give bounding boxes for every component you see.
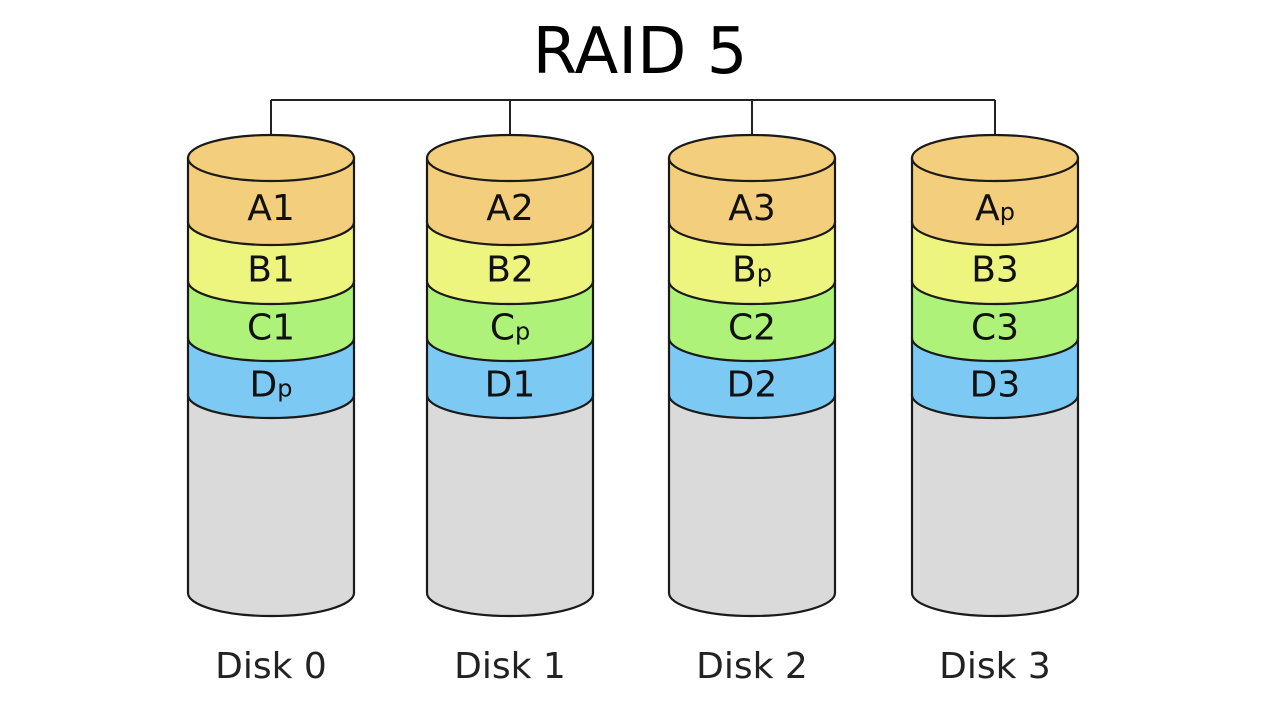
block-label: B2 xyxy=(486,250,534,291)
block-letter: C xyxy=(971,308,996,349)
block-letter: A xyxy=(486,188,511,229)
block-index: 3 xyxy=(997,365,1020,406)
block-label: D2 xyxy=(727,365,778,406)
block-letter: C xyxy=(490,308,515,349)
disk-label-0: Disk 0 xyxy=(215,646,327,687)
controller-connector xyxy=(270,99,996,158)
disk-label-2: Disk 2 xyxy=(696,646,808,687)
block-letter: C xyxy=(728,308,753,349)
block-label: Cp xyxy=(490,308,530,349)
block-letter: D xyxy=(727,365,755,406)
block-letter: B xyxy=(486,250,511,291)
disk-free-space xyxy=(425,393,595,618)
block-index: 2 xyxy=(754,365,777,406)
block-index: 1 xyxy=(512,365,535,406)
block-letter: A xyxy=(975,188,1000,229)
block-letter: B xyxy=(732,250,757,291)
disk-top-cap xyxy=(186,133,356,183)
block-label: B3 xyxy=(971,250,1019,291)
block-index: 2 xyxy=(511,188,534,229)
disk-free-space xyxy=(186,393,356,618)
parity-marker: p xyxy=(515,318,530,346)
stripe-block-a xyxy=(425,156,595,247)
stripe-block-a-parity xyxy=(910,156,1080,247)
block-index: 1 xyxy=(272,308,295,349)
disk-label-1: Disk 1 xyxy=(454,646,566,687)
block-index: 2 xyxy=(753,308,776,349)
block-letter: A xyxy=(728,188,753,229)
block-letter: C xyxy=(247,308,272,349)
parity-marker: p xyxy=(1000,198,1015,226)
block-letter: D xyxy=(250,365,278,406)
block-label: Dp xyxy=(250,365,293,406)
block-index: 2 xyxy=(511,250,534,291)
block-label: D1 xyxy=(485,365,536,406)
stripe-block-a xyxy=(186,156,356,247)
block-index: 3 xyxy=(996,308,1019,349)
block-letter: A xyxy=(247,188,272,229)
block-label: A1 xyxy=(247,188,295,229)
block-letter: D xyxy=(970,365,998,406)
block-letter: B xyxy=(247,250,272,291)
diagram-title: RAID 5 xyxy=(533,15,748,89)
block-label: C1 xyxy=(247,308,295,349)
block-label: D3 xyxy=(970,365,1021,406)
block-label: C2 xyxy=(728,308,776,349)
parity-marker: p xyxy=(277,375,292,403)
block-letter: D xyxy=(485,365,513,406)
block-label: Bp xyxy=(732,250,772,291)
disk-label-3: Disk 3 xyxy=(939,646,1051,687)
block-label: A2 xyxy=(486,188,534,229)
disk-free-space xyxy=(910,393,1080,618)
parity-marker: p xyxy=(757,260,772,288)
block-label: Ap xyxy=(975,188,1015,229)
disk-top-cap xyxy=(667,133,837,183)
disk-top-cap xyxy=(425,133,595,183)
block-index: 1 xyxy=(272,250,295,291)
block-letter: B xyxy=(971,250,996,291)
disk-top-cap xyxy=(910,133,1080,183)
block-index: 3 xyxy=(753,188,776,229)
stripe-block-a xyxy=(667,156,837,247)
block-label: A3 xyxy=(728,188,776,229)
block-index: 1 xyxy=(272,188,295,229)
disk-labels: Disk 0 Disk 1 Disk 2 Disk 3 xyxy=(215,646,1051,687)
block-label: C3 xyxy=(971,308,1019,349)
block-index: 3 xyxy=(996,250,1019,291)
block-label: B1 xyxy=(247,250,295,291)
disk-free-space xyxy=(667,393,837,618)
